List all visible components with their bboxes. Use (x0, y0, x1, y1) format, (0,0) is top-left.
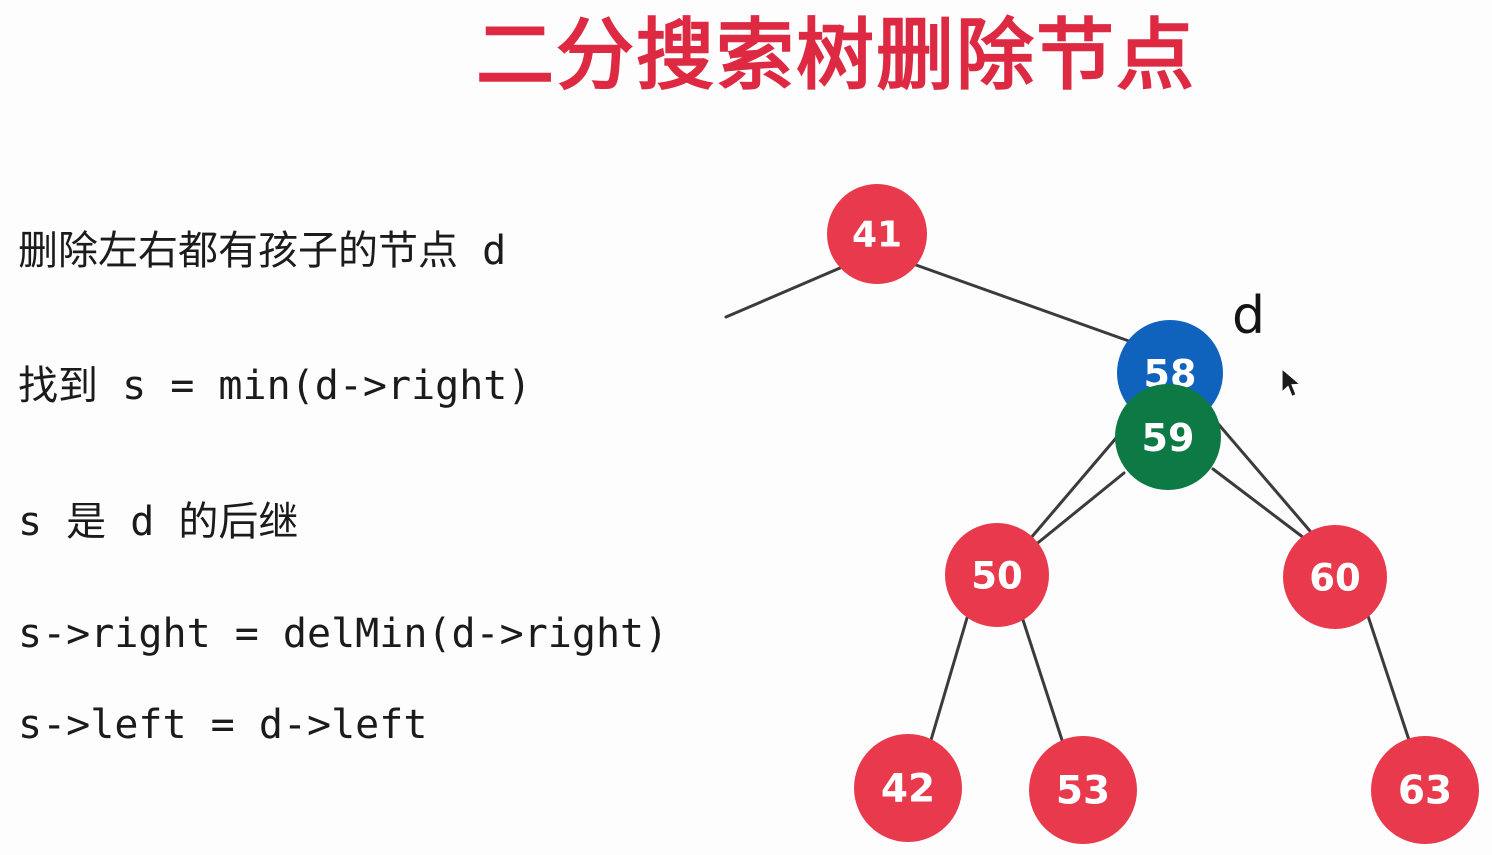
tree-node-42[interactable]: 42 (854, 734, 962, 842)
notes-block: 删除左右都有孩子的节点 d 找到 s = min(d->right) s 是 d… (18, 196, 838, 748)
node-value: 63 (1398, 769, 1452, 814)
node-value: 50 (971, 555, 1023, 598)
note-line-4: s->right = delMin(d->right) (18, 611, 669, 657)
node-circle (1283, 525, 1387, 629)
tree-edge (1032, 471, 1126, 548)
note-line-1: 删除左右都有孩子的节点 d (18, 228, 507, 274)
node-value: 42 (881, 767, 935, 812)
tree-edge (724, 266, 842, 319)
mouse-pointer-icon (1281, 369, 1302, 398)
tree-node-53[interactable]: 53 (1029, 736, 1137, 844)
node-d-annotation-label: d (1232, 286, 1266, 346)
note-line-2: 找到 s = min(d->right) (18, 363, 532, 409)
tree-edge (929, 616, 969, 742)
node-circle (1371, 736, 1479, 844)
tree-edge (1366, 614, 1411, 742)
tree-node-50[interactable]: 50 (945, 523, 1049, 627)
tree-edge (914, 263, 1142, 347)
node-value: 59 (1142, 416, 1195, 460)
tree-node-59[interactable]: 59 (1115, 384, 1221, 490)
node-circle (827, 184, 927, 284)
node-circle (1029, 736, 1137, 844)
tree-node-60[interactable]: 60 (1283, 525, 1387, 629)
node-value: 60 (1309, 557, 1361, 600)
tree-edge (1021, 618, 1064, 742)
node-value: 41 (852, 215, 902, 256)
note-line-5: s->left = d->left (18, 702, 428, 748)
page-title: 二分搜索树删除节点 (475, 11, 1196, 101)
node-circle (854, 734, 962, 842)
note-line-3: s 是 d 的后继 (18, 499, 299, 545)
tree-edge (1211, 467, 1306, 540)
node-circle (1115, 384, 1221, 490)
node-circle (945, 523, 1049, 627)
tree-node-63[interactable]: 63 (1371, 736, 1479, 844)
tree-edge-layer (724, 263, 1411, 742)
tree-edge (1206, 410, 1312, 533)
tree-node-41[interactable]: 41 (827, 184, 927, 284)
node-value: 53 (1056, 769, 1110, 814)
